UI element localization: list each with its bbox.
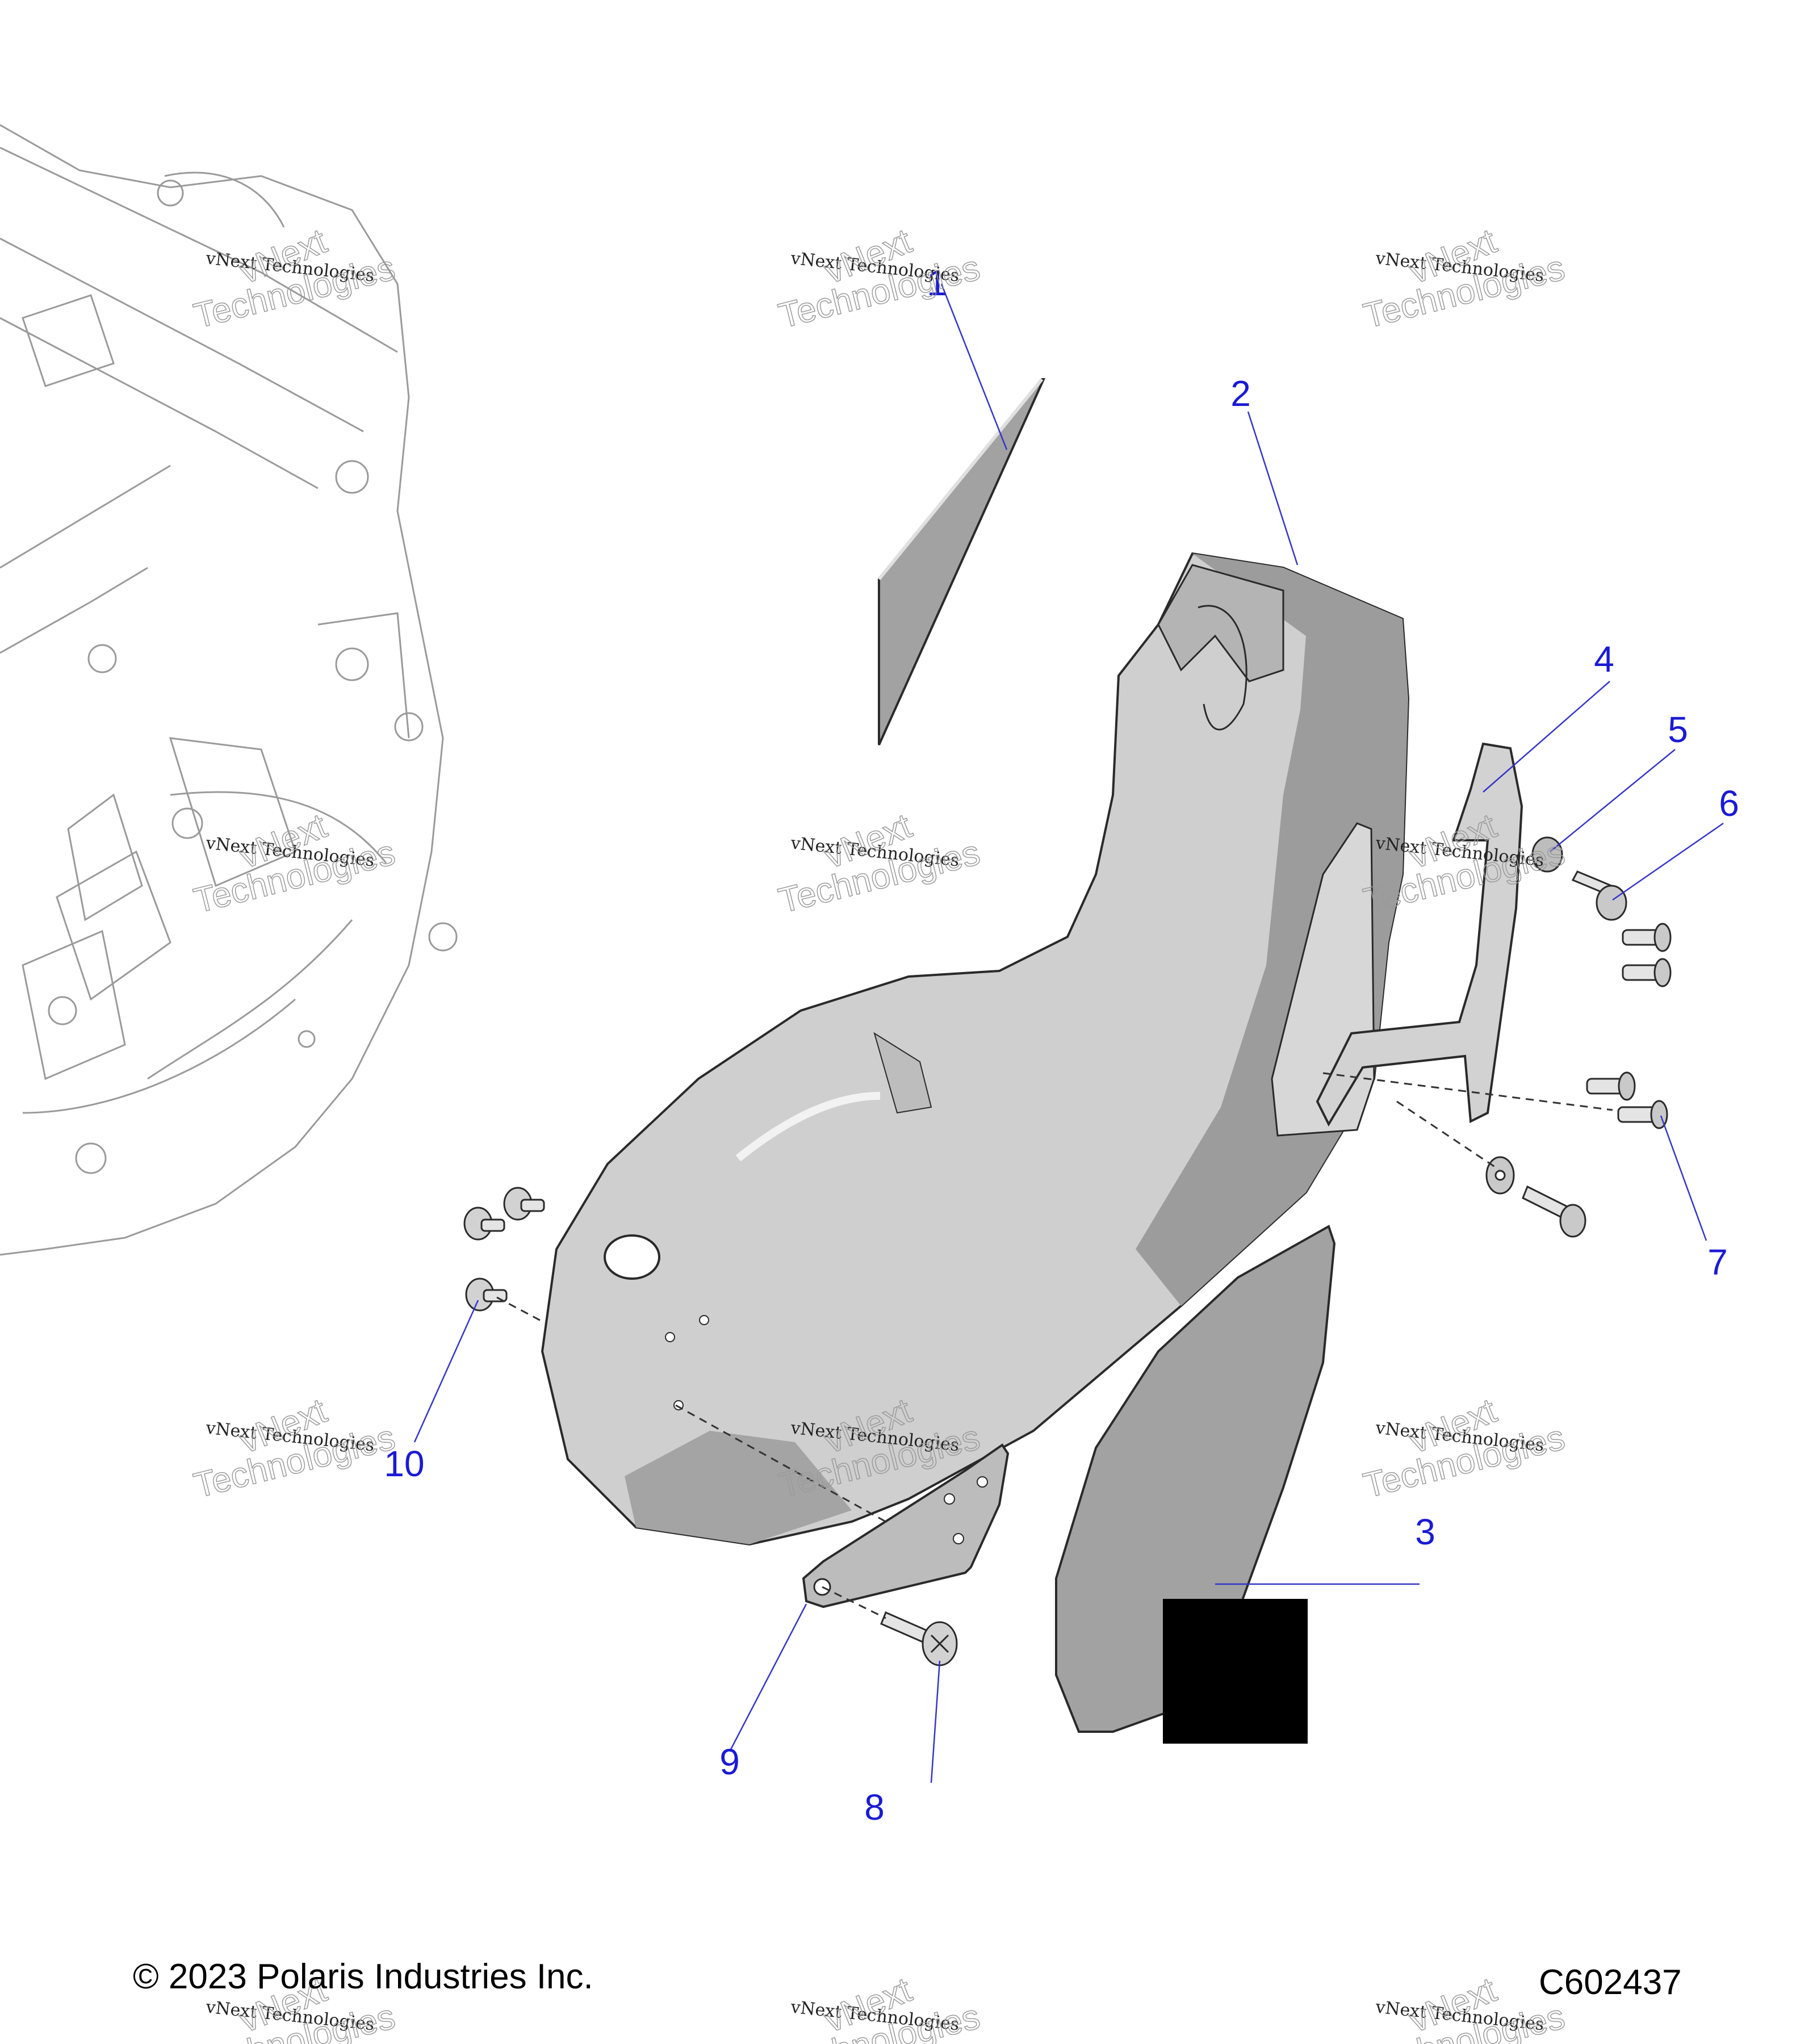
watermark: vNext Technologies vNext Technologies xyxy=(190,221,399,336)
callout-3: 3 xyxy=(1415,1511,1435,1552)
callout-2: 2 xyxy=(1230,373,1251,414)
watermark: vNext Technologies vNext Technologies xyxy=(774,806,984,921)
callout-5: 5 xyxy=(1668,709,1688,750)
watermark: vNext Technologies vNext Technologies xyxy=(1359,1970,1569,2044)
watermark: vNext Technologies vNext Technologies xyxy=(774,221,984,336)
engine-outline xyxy=(0,124,458,1256)
part-3-heat-shield-panel xyxy=(1055,1225,1336,1733)
callout-10: 10 xyxy=(384,1443,424,1484)
redaction-block xyxy=(1163,1599,1308,1744)
watermark: vNext Technologies vNext Technologies xyxy=(190,806,399,921)
watermark: vNext Technologies vNext Technologies xyxy=(1359,221,1569,336)
hardware xyxy=(463,836,1672,1666)
copyright-text: © 2023 Polaris Industries Inc. xyxy=(133,1957,593,1996)
assembly-lines xyxy=(496,1072,1613,1619)
callout-7: 7 xyxy=(1707,1242,1728,1283)
callout-9: 9 xyxy=(719,1741,740,1782)
part-1-heat-shield-panel xyxy=(878,378,1046,745)
callout-4: 4 xyxy=(1594,639,1614,680)
callout-1: 1 xyxy=(927,262,947,303)
callout-8: 8 xyxy=(864,1787,885,1828)
watermark: vNext Technologies vNext Technologies xyxy=(190,1390,399,1506)
watermark: vNext Technologies vNext Technologies xyxy=(1359,1390,1569,1506)
part-4-bracket xyxy=(1316,742,1523,1127)
drawing-id: C602437 xyxy=(1539,1963,1682,2002)
leader-lines xyxy=(413,283,1724,1783)
watermark: vNext Technologies vNext Technologies xyxy=(774,1970,984,2044)
part-9-plate xyxy=(802,1443,1010,1609)
callout-6: 6 xyxy=(1719,783,1739,824)
